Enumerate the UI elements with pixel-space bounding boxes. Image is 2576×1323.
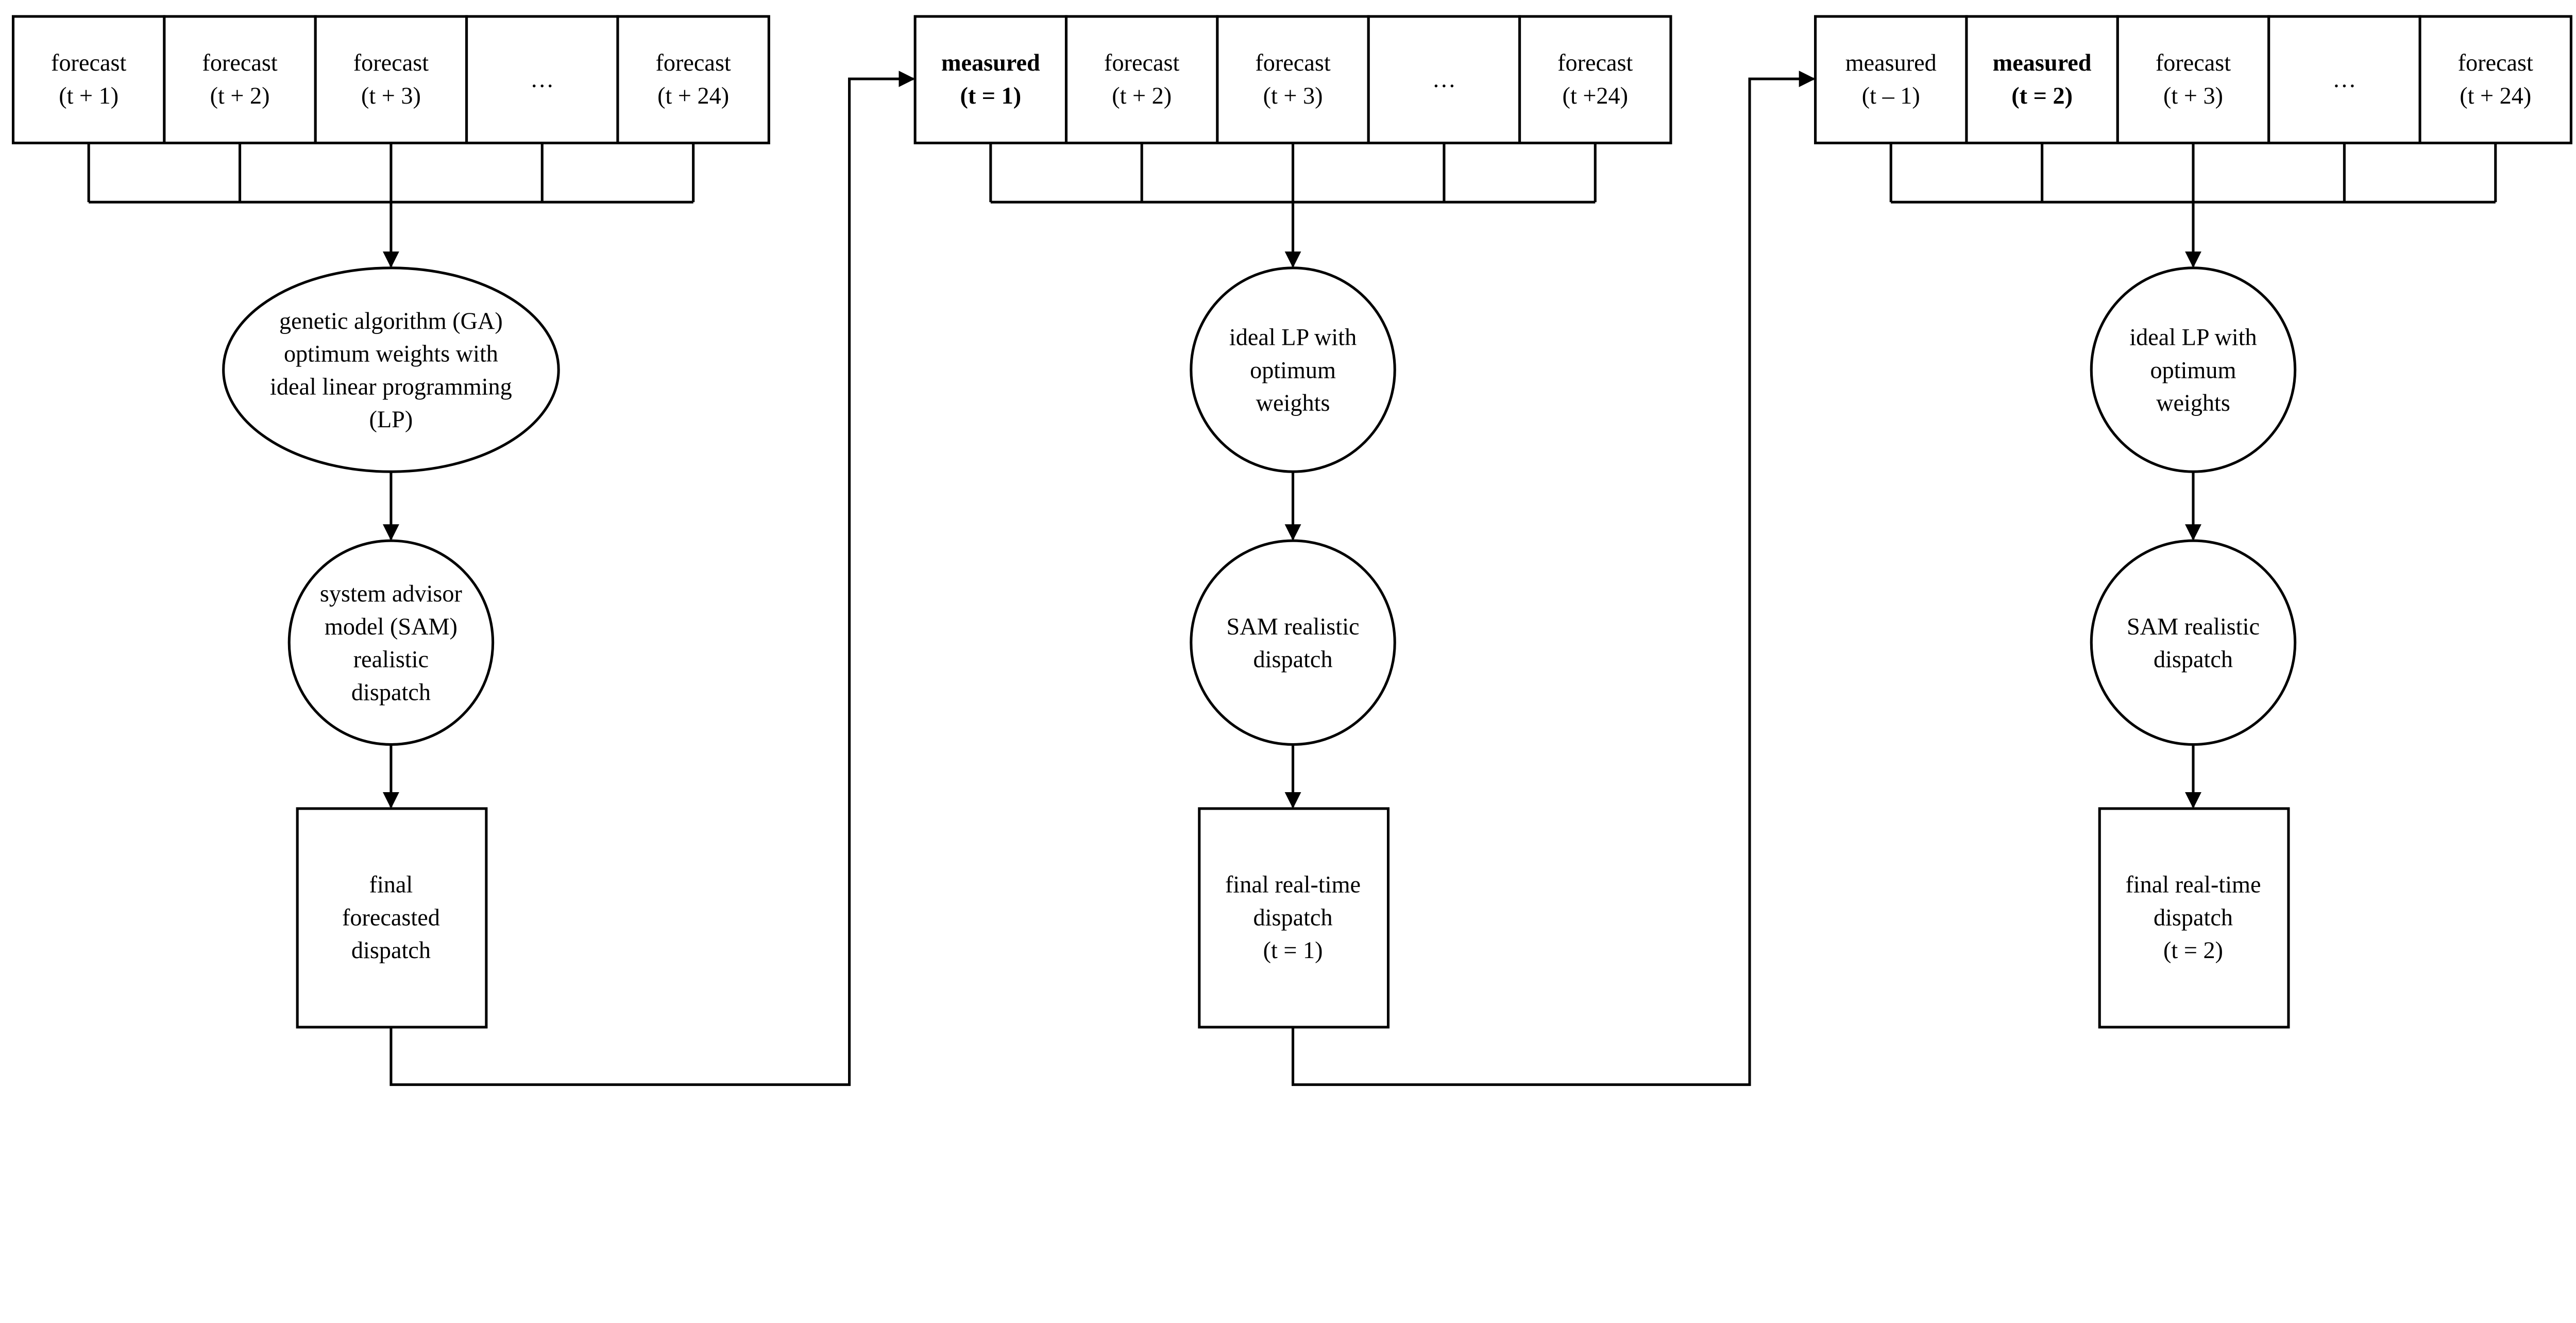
- input-cell: [465, 15, 619, 144]
- input-cell: [1965, 15, 2119, 144]
- result-label: (t = 1): [1263, 937, 1323, 963]
- input-cell-label: …: [530, 66, 554, 92]
- input-cell-label: (t + 3): [361, 82, 421, 109]
- input-cell-label: (t = 1): [960, 82, 1021, 109]
- result-label: dispatch: [351, 937, 431, 963]
- input-cell-label: measured: [1993, 49, 2092, 76]
- dispatch-model-label: system advisor: [320, 580, 462, 607]
- dispatch-model-node: [287, 539, 495, 746]
- input-cell: [1064, 15, 1219, 144]
- input-cell-label: forecast: [353, 49, 429, 76]
- result-label: final real-time: [1225, 871, 1361, 897]
- next-step-arrow: [389, 71, 916, 1086]
- input-cell: [163, 15, 317, 144]
- optimizer-label: genetic algorithm (GA): [279, 308, 503, 334]
- input-cell-label: measured: [1845, 49, 1937, 76]
- dispatch-model-label: realistic: [353, 646, 429, 673]
- input-cell-label: forecast: [202, 49, 277, 76]
- input-cell-label: forecast: [1557, 49, 1633, 76]
- panel-2: measured (t = 1) forecast (t + 2) forecast (t…: [913, 15, 1816, 1086]
- dispatch-model-label: SAM realistic: [1227, 613, 1360, 640]
- next-step-arrow: [1292, 71, 1816, 1086]
- input-cell: [1367, 15, 1521, 144]
- input-cell-label: (t + 2): [1112, 82, 1172, 109]
- dispatch-model-label: SAM realistic: [2127, 613, 2260, 640]
- input-cell-label: (t +24): [1563, 82, 1628, 109]
- dispatch-model-label: dispatch: [2154, 646, 2233, 673]
- dispatch-flow-diagram: forecast (t + 1) forecast (t + 2) forecast (t…: [11, 15, 2572, 1086]
- input-cell: [314, 15, 468, 144]
- input-cell: [1216, 15, 1370, 144]
- input-cell-label: (t + 2): [210, 82, 270, 109]
- optimizer-node: [222, 266, 560, 473]
- input-cell-label: forecast: [656, 49, 731, 76]
- result-label: final: [369, 871, 413, 897]
- input-cell-label: (t + 3): [2163, 82, 2223, 109]
- optimizer-label: weights: [1256, 390, 1330, 416]
- optimizer-label: ideal LP with: [1229, 324, 1357, 350]
- input-cell: [913, 15, 1068, 144]
- result-label: final real-time: [2125, 871, 2261, 897]
- input-cell-label: measured: [941, 49, 1040, 76]
- input-cell-label: forecast: [1104, 49, 1179, 76]
- result-node: [2098, 807, 2290, 1029]
- input-cell-label: (t + 24): [657, 82, 729, 109]
- optimizer-label: (LP): [369, 406, 413, 432]
- dispatch-model-node: [1190, 539, 1396, 746]
- input-cell-label: forecast: [1255, 49, 1330, 76]
- panel-1: forecast (t + 1) forecast (t + 2) forecast (t…: [11, 15, 916, 1086]
- result-label: dispatch: [1253, 904, 1333, 930]
- result-node: [1198, 807, 1390, 1029]
- result-label: forecasted: [342, 904, 440, 930]
- input-cell-label: forecast: [2156, 49, 2231, 76]
- input-cell-label: (t + 24): [2460, 82, 2531, 109]
- panel-3: measured (t – 1) measured (t = 2) forecast (t…: [1814, 15, 2572, 1029]
- input-cell-label: (t + 3): [1263, 82, 1323, 109]
- optimizer-label: optimum weights with: [284, 341, 498, 367]
- optimizer-label: optimum: [2150, 357, 2236, 383]
- input-cell: [2418, 15, 2572, 144]
- input-cell: [2116, 15, 2270, 144]
- optimizer-label: optimum: [1250, 357, 1336, 383]
- input-cell-label: forecast: [2458, 49, 2533, 76]
- optimizer-label: ideal LP with: [2129, 324, 2257, 350]
- input-cell: [1518, 15, 1672, 144]
- input-cell: [11, 15, 166, 144]
- dispatch-model-node: [2090, 539, 2297, 746]
- result-label: (t = 2): [2163, 937, 2223, 963]
- input-cell: [616, 15, 770, 144]
- optimizer-label: weights: [2156, 390, 2230, 416]
- dispatch-model-label: model (SAM): [325, 613, 457, 640]
- optimizer-label: ideal linear programming: [270, 373, 512, 399]
- input-cell: [1814, 15, 1968, 144]
- input-cell-label: …: [2332, 66, 2356, 92]
- result-label: dispatch: [2154, 904, 2233, 930]
- input-cell-label: …: [1432, 66, 1456, 92]
- dispatch-model-label: dispatch: [1253, 646, 1333, 673]
- input-cell-label: (t + 1): [59, 82, 118, 109]
- input-cell-label: forecast: [51, 49, 126, 76]
- input-cell-label: (t = 2): [2011, 82, 2073, 109]
- input-cell-label: (t – 1): [1862, 82, 1920, 109]
- dispatch-model-label: dispatch: [351, 679, 431, 705]
